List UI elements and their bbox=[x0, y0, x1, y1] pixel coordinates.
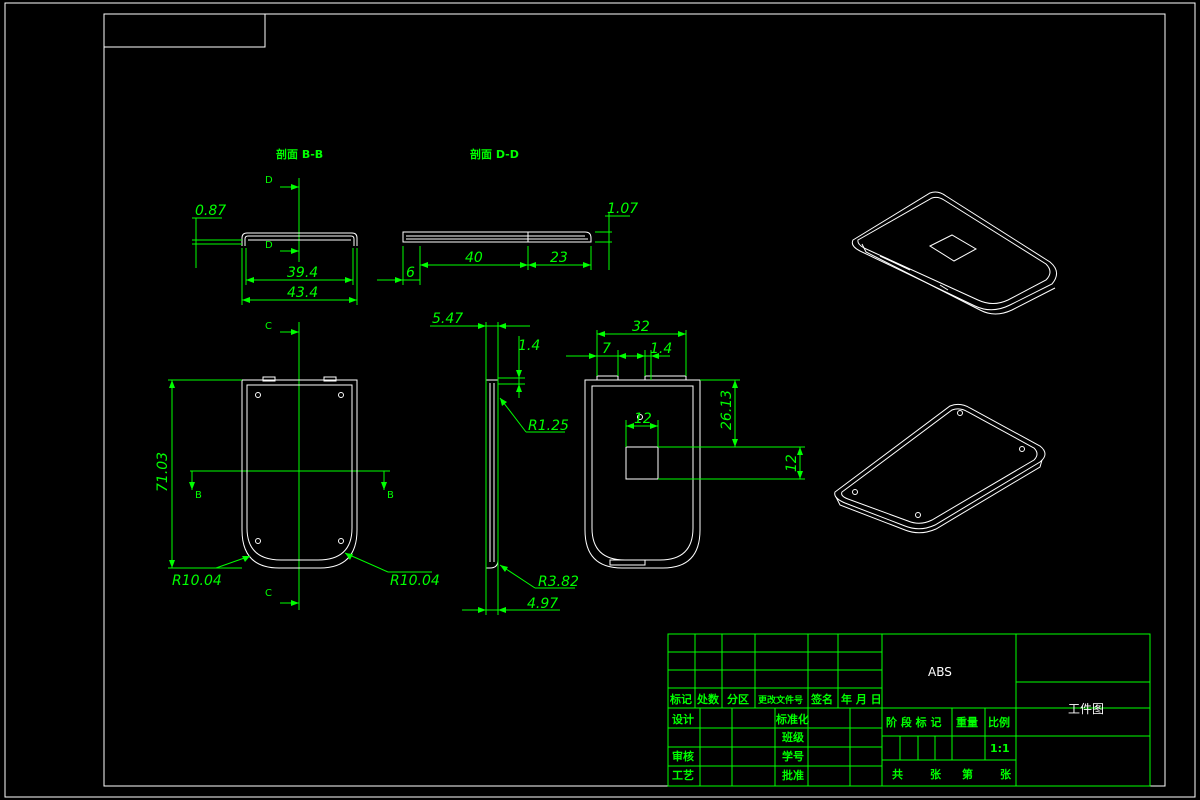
marker-c-bottom: C bbox=[265, 588, 272, 599]
section-dd-title: 剖面 D-D bbox=[470, 147, 519, 161]
dim-back-hole-height: 12 bbox=[784, 454, 800, 472]
scale-header: 比例 bbox=[988, 715, 1010, 729]
dim-back-offset: 7 bbox=[602, 341, 611, 357]
title-block: ABS 工件图 标记 处数 分区 更改文件号 签名 年 月 日 设计 标准化 班… bbox=[667, 633, 1151, 787]
marker-d-bottom: D bbox=[265, 240, 273, 251]
dim-inner-width: 39.4 bbox=[287, 265, 318, 281]
isometric-view-bottom bbox=[834, 403, 1046, 534]
row-process: 工艺 bbox=[672, 768, 694, 782]
marker-d-top: D bbox=[265, 175, 273, 186]
dim-outer-width: 43.4 bbox=[287, 285, 318, 301]
header-count: 处数 bbox=[696, 692, 720, 706]
dim-top-left-thickness: 0.87 bbox=[195, 203, 226, 219]
sheet-unit-2: 张 bbox=[1000, 767, 1012, 781]
sheet-of: 第 bbox=[962, 767, 973, 781]
header-date: 年 月 日 bbox=[841, 692, 882, 706]
material-label: ABS bbox=[928, 665, 952, 679]
row-class: 班级 bbox=[782, 730, 805, 744]
marker-b-left: B bbox=[195, 490, 202, 501]
sheet-unit-1: 张 bbox=[930, 767, 942, 781]
header-sign: 签名 bbox=[810, 692, 833, 706]
section-bb-title: 剖面 B-B bbox=[276, 147, 323, 161]
header-zone: 分区 bbox=[727, 692, 749, 706]
dim-side-bottom: 4.97 bbox=[527, 596, 558, 612]
dim-height: 71.03 bbox=[155, 452, 171, 492]
header-change-doc: 更改文件号 bbox=[758, 694, 803, 706]
dim-radius-right: R10.04 bbox=[390, 573, 440, 589]
dim-back-hole-width: 12 bbox=[634, 411, 652, 427]
dim-back-lip: 1.4 bbox=[650, 341, 672, 357]
weight-header: 重量 bbox=[956, 715, 978, 729]
side-view: 5.47 1.4 R1.25 R3.82 4.97 bbox=[430, 311, 579, 615]
sheet-total: 共 bbox=[892, 767, 903, 781]
dim-radius-left: R10.04 bbox=[172, 573, 222, 589]
section-bb-view: D D 0.87 39.4 43.4 bbox=[192, 175, 358, 305]
dim-dd-length-a: 40 bbox=[465, 250, 483, 266]
front-view: C C B B 71.03 R10.04 R10.04 bbox=[155, 321, 440, 610]
drawing-name: 工件图 bbox=[1068, 702, 1104, 716]
row-review: 审核 bbox=[672, 749, 694, 763]
row-design: 设计 bbox=[672, 712, 694, 726]
dim-top-right-thickness: 1.07 bbox=[607, 201, 638, 217]
row-student-no: 学号 bbox=[782, 749, 804, 763]
dim-back-width: 32 bbox=[632, 319, 650, 335]
row-standardize: 标准化 bbox=[775, 712, 809, 726]
row-approve: 批准 bbox=[782, 768, 804, 782]
marker-b-right: B bbox=[387, 490, 394, 501]
code-box bbox=[103, 13, 266, 48]
dim-back-hole-offset: 26.13 bbox=[719, 390, 735, 430]
dim-side-fillet: R1.25 bbox=[528, 418, 569, 434]
drawing-frame bbox=[4, 2, 1196, 798]
marker-c-top: C bbox=[265, 321, 272, 332]
dim-side-top: 5.47 bbox=[432, 311, 463, 327]
isometric-view-top bbox=[851, 191, 1057, 315]
dim-side-lip: 1.4 bbox=[518, 338, 540, 354]
scale-value: 1:1 bbox=[990, 742, 1010, 755]
dim-dd-offset: 6 bbox=[406, 265, 415, 281]
header-mark: 标记 bbox=[669, 692, 692, 706]
stage-header: 阶 段 标 记 bbox=[886, 715, 942, 729]
dim-side-bottom-radius: R3.82 bbox=[538, 574, 579, 590]
dim-dd-length-b: 23 bbox=[550, 250, 568, 266]
section-dd-view: 1.07 6 40 23 bbox=[377, 201, 638, 285]
back-view: 32 7 1.4 12 12 26.13 bbox=[566, 319, 805, 569]
